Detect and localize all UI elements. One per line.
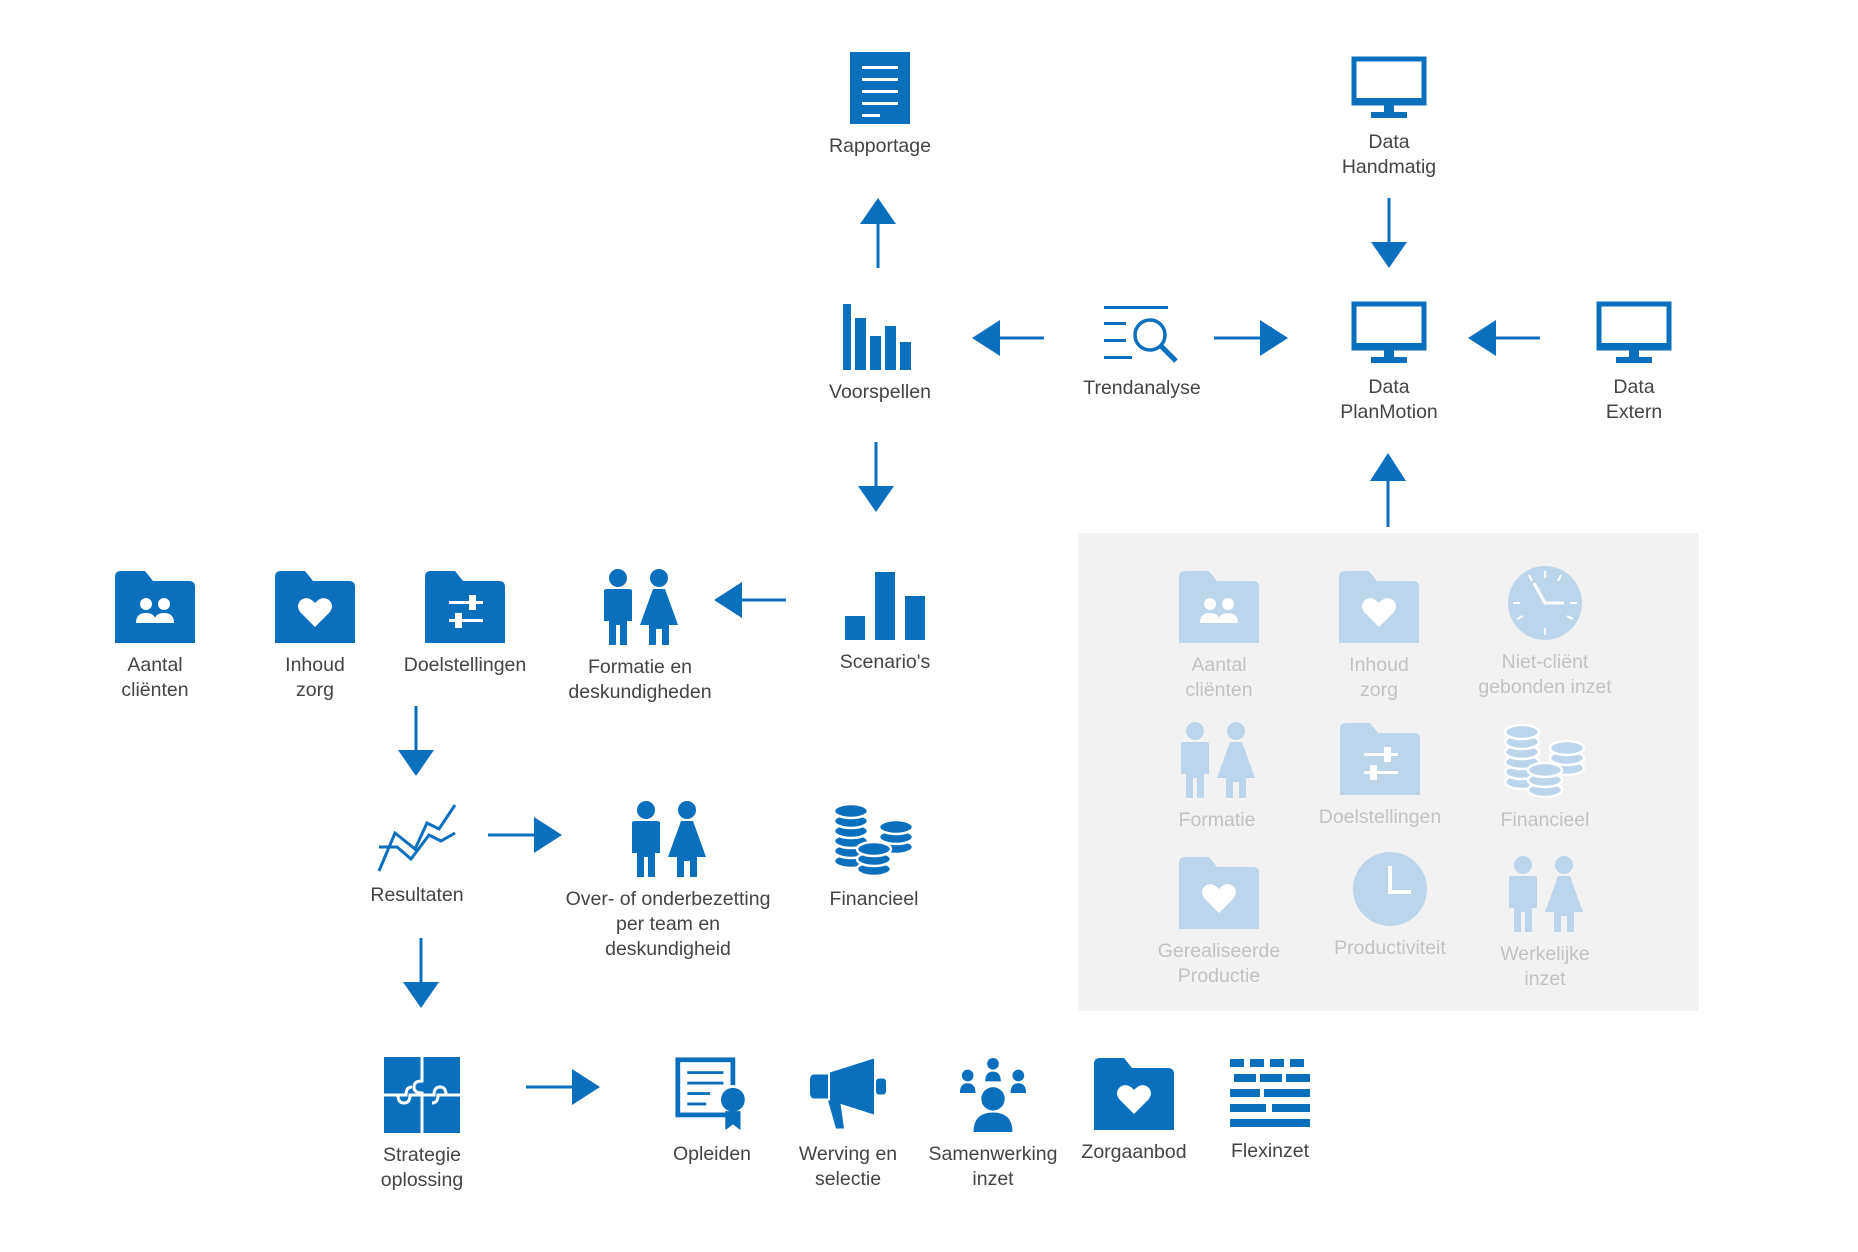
document-icon [848, 52, 912, 124]
puzzle-icon [384, 1057, 460, 1133]
clock-icon [1508, 566, 1582, 640]
arrow-up-panel [1370, 453, 1406, 527]
node-samenwerking[interactable]: Samenwerking inzet [918, 1056, 1068, 1192]
megaphone-icon [808, 1057, 888, 1132]
label-flexinzet: Flexinzet [1230, 1140, 1310, 1162]
arrow-left-voorspellen [972, 320, 1044, 356]
label-panel-inhoud-zorg: Inhoud zorg [1349, 654, 1409, 701]
node-data-handmatig[interactable]: Data Handmatig [1321, 56, 1457, 180]
label-werving: Werving en selectie [798, 1143, 898, 1190]
folder-heart-icon [275, 571, 355, 643]
folder-people-icon [1179, 571, 1259, 643]
node-rapportage[interactable]: Rapportage [812, 52, 948, 159]
bricks-icon [1230, 1059, 1310, 1129]
label-panel-financieel: Financieel [1500, 809, 1590, 831]
arrow-right-planmotion [1214, 320, 1288, 356]
node-financieel[interactable]: Financieel [809, 803, 939, 912]
node-doelstellingen[interactable]: Doelstellingen [385, 571, 545, 678]
label-samenwerking: Samenwerking inzet [928, 1143, 1058, 1190]
panel-werkelijke-inzet[interactable]: Werkelijke inzet [1480, 856, 1610, 992]
label-resultaten: Resultaten [370, 884, 464, 906]
label-strategie: Strategie oplossing [380, 1144, 464, 1191]
label-doelstellingen: Doelstellingen [403, 654, 527, 676]
panel-doelstellingen[interactable]: Doelstellingen [1300, 723, 1460, 830]
node-trendanalyse[interactable]: Trendanalyse [1062, 302, 1222, 401]
people-icon [600, 569, 680, 645]
label-panel-werkelijke-inzet: Werkelijke inzet [1500, 943, 1590, 990]
monitor-icon [1351, 301, 1427, 365]
bar-chart-icon [845, 572, 925, 640]
arrow-right-bezetting [488, 817, 562, 853]
label-formatie-deskundigheden: Formatie en deskundigheden [568, 656, 712, 703]
node-formatie-deskundigheden[interactable]: Formatie en deskundigheden [545, 569, 735, 705]
folder-sliders-icon [425, 571, 505, 643]
label-bezetting: Over- of onderbezetting per team en desk… [565, 888, 771, 960]
folder-heart-icon [1179, 857, 1259, 929]
node-scenarios[interactable]: Scenario's [810, 572, 960, 675]
node-werving[interactable]: Werving en selectie [783, 1057, 913, 1192]
label-data-planmotion: Data PlanMotion [1340, 376, 1438, 423]
label-panel-formatie: Formatie [1178, 809, 1256, 831]
label-rapportage: Rapportage [829, 135, 931, 157]
arrow-left-extern [1468, 320, 1540, 356]
arrow-down-resultaten [398, 706, 434, 776]
arrow-down-strategie [403, 938, 439, 1008]
label-panel-aantal-clienten: Aantal cliënten [1185, 654, 1253, 701]
coins-icon [832, 803, 916, 877]
label-voorspellen: Voorspellen [829, 381, 931, 403]
panel-formatie[interactable]: Formatie [1152, 722, 1282, 833]
arrow-left-formatie [714, 582, 786, 618]
node-voorspellen[interactable]: Voorspellen [800, 304, 960, 405]
people-icon [1177, 722, 1257, 798]
panel-inhoud-zorg[interactable]: Inhoud zorg [1314, 571, 1444, 703]
panel-niet-client[interactable]: Niet-cliënt gebonden inzet [1460, 566, 1630, 700]
node-opleiden[interactable]: Opleiden [647, 1056, 777, 1167]
node-bezetting[interactable]: Over- of onderbezetting per team en desk… [538, 801, 798, 962]
label-panel-productiviteit: Productiviteit [1334, 937, 1446, 959]
line-chart-icon [377, 803, 457, 873]
node-aantal-clienten[interactable]: Aantal cliënten [90, 571, 220, 703]
bar-chart-icon [843, 304, 917, 370]
label-data-extern: Data Extern [1605, 376, 1663, 423]
node-inhoud-zorg[interactable]: Inhoud zorg [250, 571, 380, 703]
monitor-icon [1351, 56, 1427, 120]
folder-people-icon [115, 571, 195, 643]
label-aantal-clienten: Aantal cliënten [121, 654, 189, 701]
monitor-icon [1596, 301, 1672, 365]
panel-financieel[interactable]: Financieel [1480, 724, 1610, 833]
label-financieel: Financieel [829, 888, 919, 910]
label-trendanalyse: Trendanalyse [1083, 377, 1201, 399]
label-scenarios: Scenario's [839, 651, 931, 673]
label-panel-niet-client: Niet-cliënt gebonden inzet [1478, 651, 1612, 698]
coins-icon [1503, 724, 1587, 798]
label-data-handmatig: Data Handmatig [1341, 131, 1437, 178]
clock-icon [1353, 852, 1427, 926]
folder-heart-icon [1339, 571, 1419, 643]
node-strategie[interactable]: Strategie oplossing [357, 1057, 487, 1193]
label-opleiden: Opleiden [672, 1143, 752, 1165]
panel-aantal-clienten[interactable]: Aantal cliënten [1154, 571, 1284, 703]
panel-productiviteit[interactable]: Productiviteit [1310, 852, 1470, 961]
team-icon [953, 1056, 1033, 1132]
arrow-right-opleiden [526, 1069, 600, 1105]
arrow-down-handmatig [1371, 198, 1407, 268]
node-data-planmotion[interactable]: Data PlanMotion [1316, 301, 1462, 425]
node-resultaten[interactable]: Resultaten [352, 803, 482, 908]
trend-search-icon [1104, 302, 1180, 366]
folder-heart-icon [1094, 1058, 1174, 1130]
arrow-up-rapportage [860, 198, 896, 268]
node-zorgaanbod[interactable]: Zorgaanbod [1069, 1058, 1199, 1165]
folder-sliders-icon [1340, 723, 1420, 795]
certificate-icon [672, 1056, 752, 1132]
panel-gerealiseerde-productie[interactable]: Gerealiseerde Productie [1139, 857, 1299, 989]
label-panel-gerealiseerde-productie: Gerealiseerde Productie [1157, 940, 1281, 987]
arrow-down-scenarios [858, 442, 894, 512]
people-icon [1505, 856, 1585, 932]
node-data-extern[interactable]: Data Extern [1566, 301, 1702, 425]
label-panel-doelstellingen: Doelstellingen [1318, 806, 1442, 828]
label-zorgaanbod: Zorgaanbod [1081, 1141, 1187, 1163]
node-flexinzet[interactable]: Flexinzet [1205, 1059, 1335, 1164]
people-icon [628, 801, 708, 877]
label-inhoud-zorg: Inhoud zorg [285, 654, 345, 701]
